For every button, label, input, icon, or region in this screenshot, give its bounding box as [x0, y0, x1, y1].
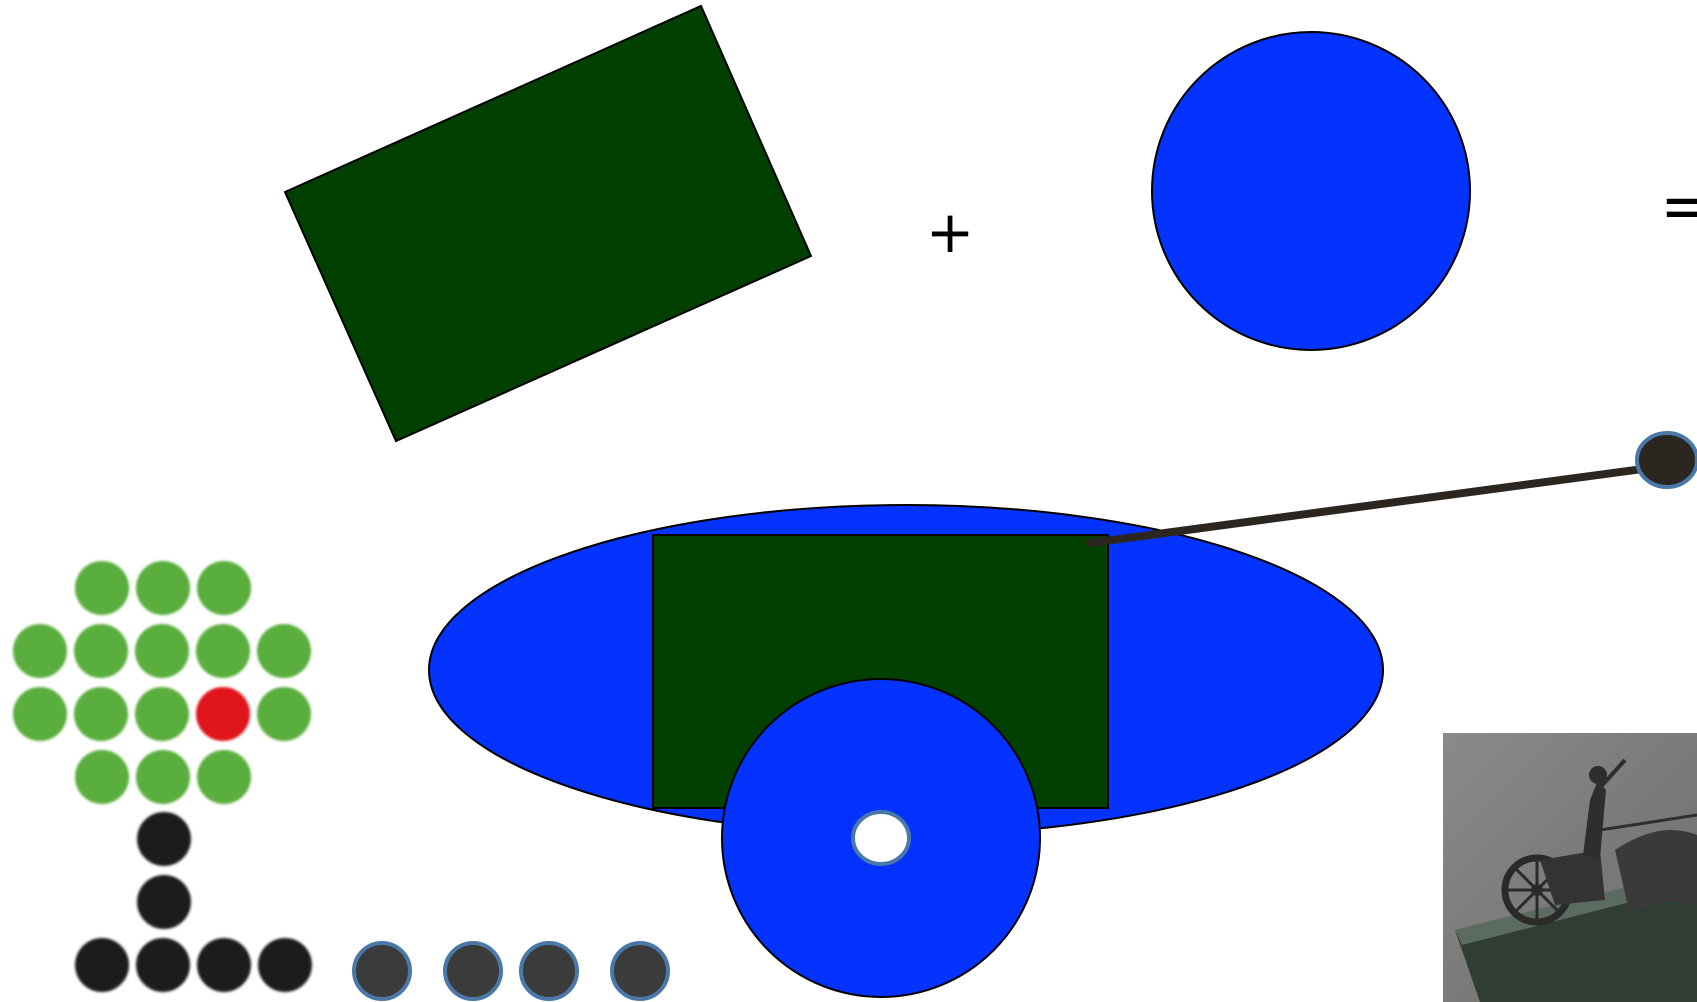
tree-dot-green — [257, 687, 311, 741]
pole-knob — [1637, 433, 1697, 487]
tree-dot-green — [135, 624, 189, 678]
bronze-chariot-statue-photo — [1443, 733, 1697, 1002]
equals-sign: = — [1660, 170, 1697, 244]
gray-dot — [445, 943, 501, 999]
tree-dot-green — [75, 561, 129, 615]
blue-circle — [1152, 32, 1470, 350]
tree-dot-black — [137, 875, 191, 929]
tree-dot-red — [196, 687, 250, 741]
tree-dot-green — [197, 750, 251, 804]
tree-dot-green — [136, 750, 190, 804]
tree-dot-green — [13, 624, 67, 678]
gray-dot-row — [354, 943, 668, 999]
tree-dot-green — [74, 624, 128, 678]
tree-dot-green — [135, 687, 189, 741]
tree-dot-green — [13, 687, 67, 741]
rotated-green-rectangle — [285, 6, 811, 441]
chariot-pole — [1090, 466, 1665, 543]
gray-dot — [521, 943, 577, 999]
tree-dot-green — [75, 750, 129, 804]
top-equation: + = — [285, 6, 1697, 441]
tree-dot-green — [197, 561, 251, 615]
gray-dot — [354, 943, 410, 999]
tree-dot-black — [258, 938, 312, 992]
tree-dot-green — [136, 561, 190, 615]
plus-sign: + — [926, 198, 975, 266]
dot-tree-pixel-figure — [13, 561, 312, 992]
tree-dot-green — [257, 624, 311, 678]
tree-dot-black — [137, 812, 191, 866]
tree-dot-black — [75, 938, 129, 992]
tree-dot-black — [197, 938, 251, 992]
wheel-hub — [853, 812, 909, 864]
tree-dot-green — [74, 687, 128, 741]
tree-dot-green — [196, 624, 250, 678]
gray-dot — [612, 943, 668, 999]
tree-dot-black — [136, 938, 190, 992]
